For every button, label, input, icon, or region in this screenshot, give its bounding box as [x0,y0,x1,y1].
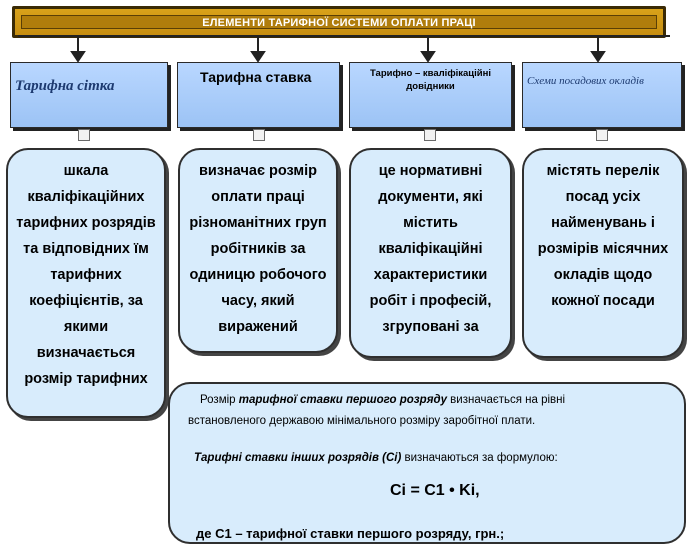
text-fragment: визначаються за формулою: [401,452,558,464]
title-banner-text: ЕЛЕМЕНТИ ТАРИФНОЇ СИСТЕМИ ОПЛАТИ ПРАЦІ [21,15,657,29]
category-label: Схеми посадових окладів [527,75,644,87]
arrow-head-3 [420,51,436,63]
category-label: Тарифна ставка [200,69,312,85]
category-label: Тарифно – кваліфікаційні довідники [369,68,492,92]
arrow-head-1 [70,51,86,63]
minimum-wage-text: встановленого державою мінімального розм… [188,415,536,427]
definition-card-tariff-grid: шкала кваліфікаційних тарифних розрядів … [6,148,166,418]
category-qualification-handbooks: Тарифно – кваліфікаційні довідники [349,62,512,128]
connector-node [78,129,90,141]
definition-text: шкала кваліфікаційних тарифних розрядів … [16,163,156,387]
emphasis-text: тарифної ставки першого розряду [238,394,447,406]
first-grade-rate-text: Розмір тарифної ставки першого розряду в… [200,394,565,406]
arrow-head-2 [250,51,266,63]
definition-text: це нормативні документи, які містить ква… [369,163,492,335]
connector-node [424,129,436,141]
connector-node [253,129,265,141]
text-fragment: Розмір [200,394,239,406]
connector-node [596,129,608,141]
formula-legend-text: де С1 – тарифної ставки першого розряду,… [196,526,505,541]
arrow-head-4 [590,51,606,63]
definition-text: містять перелік посад усіх найменувань і… [537,163,669,309]
category-label: Тарифна сітка [15,78,115,94]
category-tariff-rate: Тарифна ставка [177,62,340,128]
definition-text: визначає розмір оплати праці різноманітн… [189,163,327,335]
title-banner: ЕЛЕМЕНТИ ТАРИФНОЇ СИСТЕМИ ОПЛАТИ ПРАЦІ [12,6,666,38]
definition-card-salary-schemes: містять перелік посад усіх найменувань і… [522,148,684,358]
other-grades-text: Тарифні ставки інших розрядів (Сі) визна… [194,452,558,464]
definition-card-qualification-handbooks: це нормативні документи, які містить ква… [349,148,512,358]
text-fragment: визначається на рівні [446,394,566,406]
formula-expression: Ci = C1 • Ki, [390,482,480,499]
emphasis-text: Тарифні ставки інших розрядів (Сі) [194,452,402,464]
formula-explanation-box: Розмір тарифної ставки першого розряду в… [168,382,686,544]
category-salary-schemes: Схеми посадових окладів [522,62,682,128]
definition-card-tariff-rate: визначає розмір оплати праці різноманітн… [178,148,338,353]
category-tariff-grid: Тарифна сітка [10,62,168,128]
